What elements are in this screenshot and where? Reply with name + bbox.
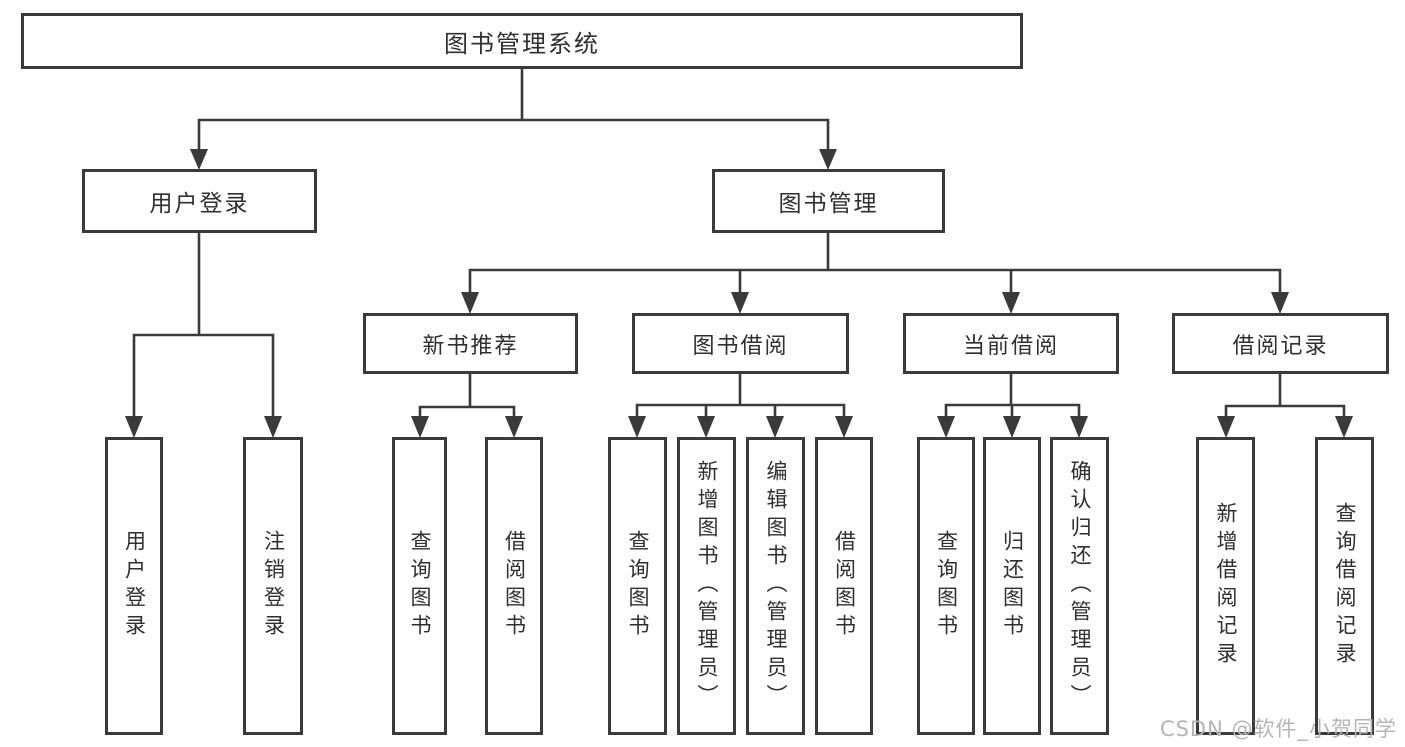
node-search-books-borrow: 查询图书 bbox=[608, 437, 667, 735]
node-new-book-recommend-label: 新书推荐 bbox=[422, 333, 519, 359]
node-search-borrow-record: 查询借阅记录 bbox=[1315, 437, 1374, 735]
node-book-borrow: 图书借阅 bbox=[632, 313, 849, 374]
node-logout-login-label: 注销登录 bbox=[261, 530, 286, 642]
node-borrow-records: 借阅记录 bbox=[1172, 313, 1389, 374]
node-add-borrow-record-label: 新增借阅记录 bbox=[1214, 502, 1238, 670]
node-book-borrow-label: 图书借阅 bbox=[692, 333, 789, 359]
node-return-books-label: 归还图书 bbox=[1000, 530, 1025, 642]
node-library-system: 图书管理系统 bbox=[21, 13, 1023, 69]
edge-user-login-children bbox=[125, 233, 282, 438]
edge-new-book-recommend-children bbox=[411, 374, 523, 438]
node-user-login-label: 用户登录 bbox=[122, 530, 147, 642]
node-current-borrow: 当前借阅 bbox=[903, 313, 1119, 374]
node-search-books-recommend-label: 查询图书 bbox=[408, 530, 432, 642]
node-return-books: 归还图书 bbox=[983, 437, 1041, 735]
csdn-watermark: CSDN @软件_小贺同学 bbox=[1159, 717, 1397, 741]
node-confirm-return-admin-label: 确认归还（管理员） bbox=[1068, 460, 1092, 712]
node-add-books-admin: 新增图书（管理员） bbox=[677, 437, 736, 735]
node-book-management-label: 图书管理 bbox=[778, 191, 879, 217]
edge-book-borrow-children bbox=[628, 374, 853, 438]
node-borrow-books-recommend: 借阅图书 bbox=[485, 437, 543, 735]
node-borrow-records-label: 借阅记录 bbox=[1232, 333, 1329, 359]
node-logout-login: 注销登录 bbox=[243, 437, 303, 735]
node-library-system-label: 图书管理系统 bbox=[444, 29, 600, 58]
node-search-books-borrow-label: 查询图书 bbox=[626, 530, 650, 642]
node-book-management: 图书管理 bbox=[712, 169, 945, 233]
node-user-login-group: 用户登录 bbox=[82, 169, 317, 233]
node-new-book-recommend: 新书推荐 bbox=[363, 313, 578, 374]
node-add-borrow-record: 新增借阅记录 bbox=[1196, 437, 1255, 735]
node-borrow-books: 借阅图书 bbox=[815, 437, 873, 735]
node-current-borrow-label: 当前借阅 bbox=[962, 333, 1059, 359]
node-add-books-admin-label: 新增图书（管理员） bbox=[695, 460, 719, 712]
node-search-borrow-record-label: 查询借阅记录 bbox=[1333, 502, 1357, 670]
node-edit-books-admin-label: 编辑图书（管理员） bbox=[764, 460, 788, 712]
node-user-login-group-label: 用户登录 bbox=[149, 191, 250, 217]
edge-current-borrow-children bbox=[937, 374, 1088, 438]
node-borrow-books-label: 借阅图书 bbox=[832, 530, 857, 642]
node-search-books-current: 查询图书 bbox=[917, 437, 975, 735]
edge-root-to-level2 bbox=[190, 69, 837, 170]
node-user-login: 用户登录 bbox=[105, 437, 163, 735]
node-search-books-recommend: 查询图书 bbox=[392, 437, 447, 735]
edge-book-management-children bbox=[461, 233, 1289, 314]
node-search-books-current-label: 查询图书 bbox=[934, 530, 959, 642]
node-confirm-return-admin: 确认归还（管理员） bbox=[1050, 437, 1109, 735]
node-edit-books-admin: 编辑图书（管理员） bbox=[746, 437, 805, 735]
node-borrow-books-recommend-label: 借阅图书 bbox=[502, 530, 527, 642]
edge-borrow-records-children bbox=[1217, 374, 1353, 438]
